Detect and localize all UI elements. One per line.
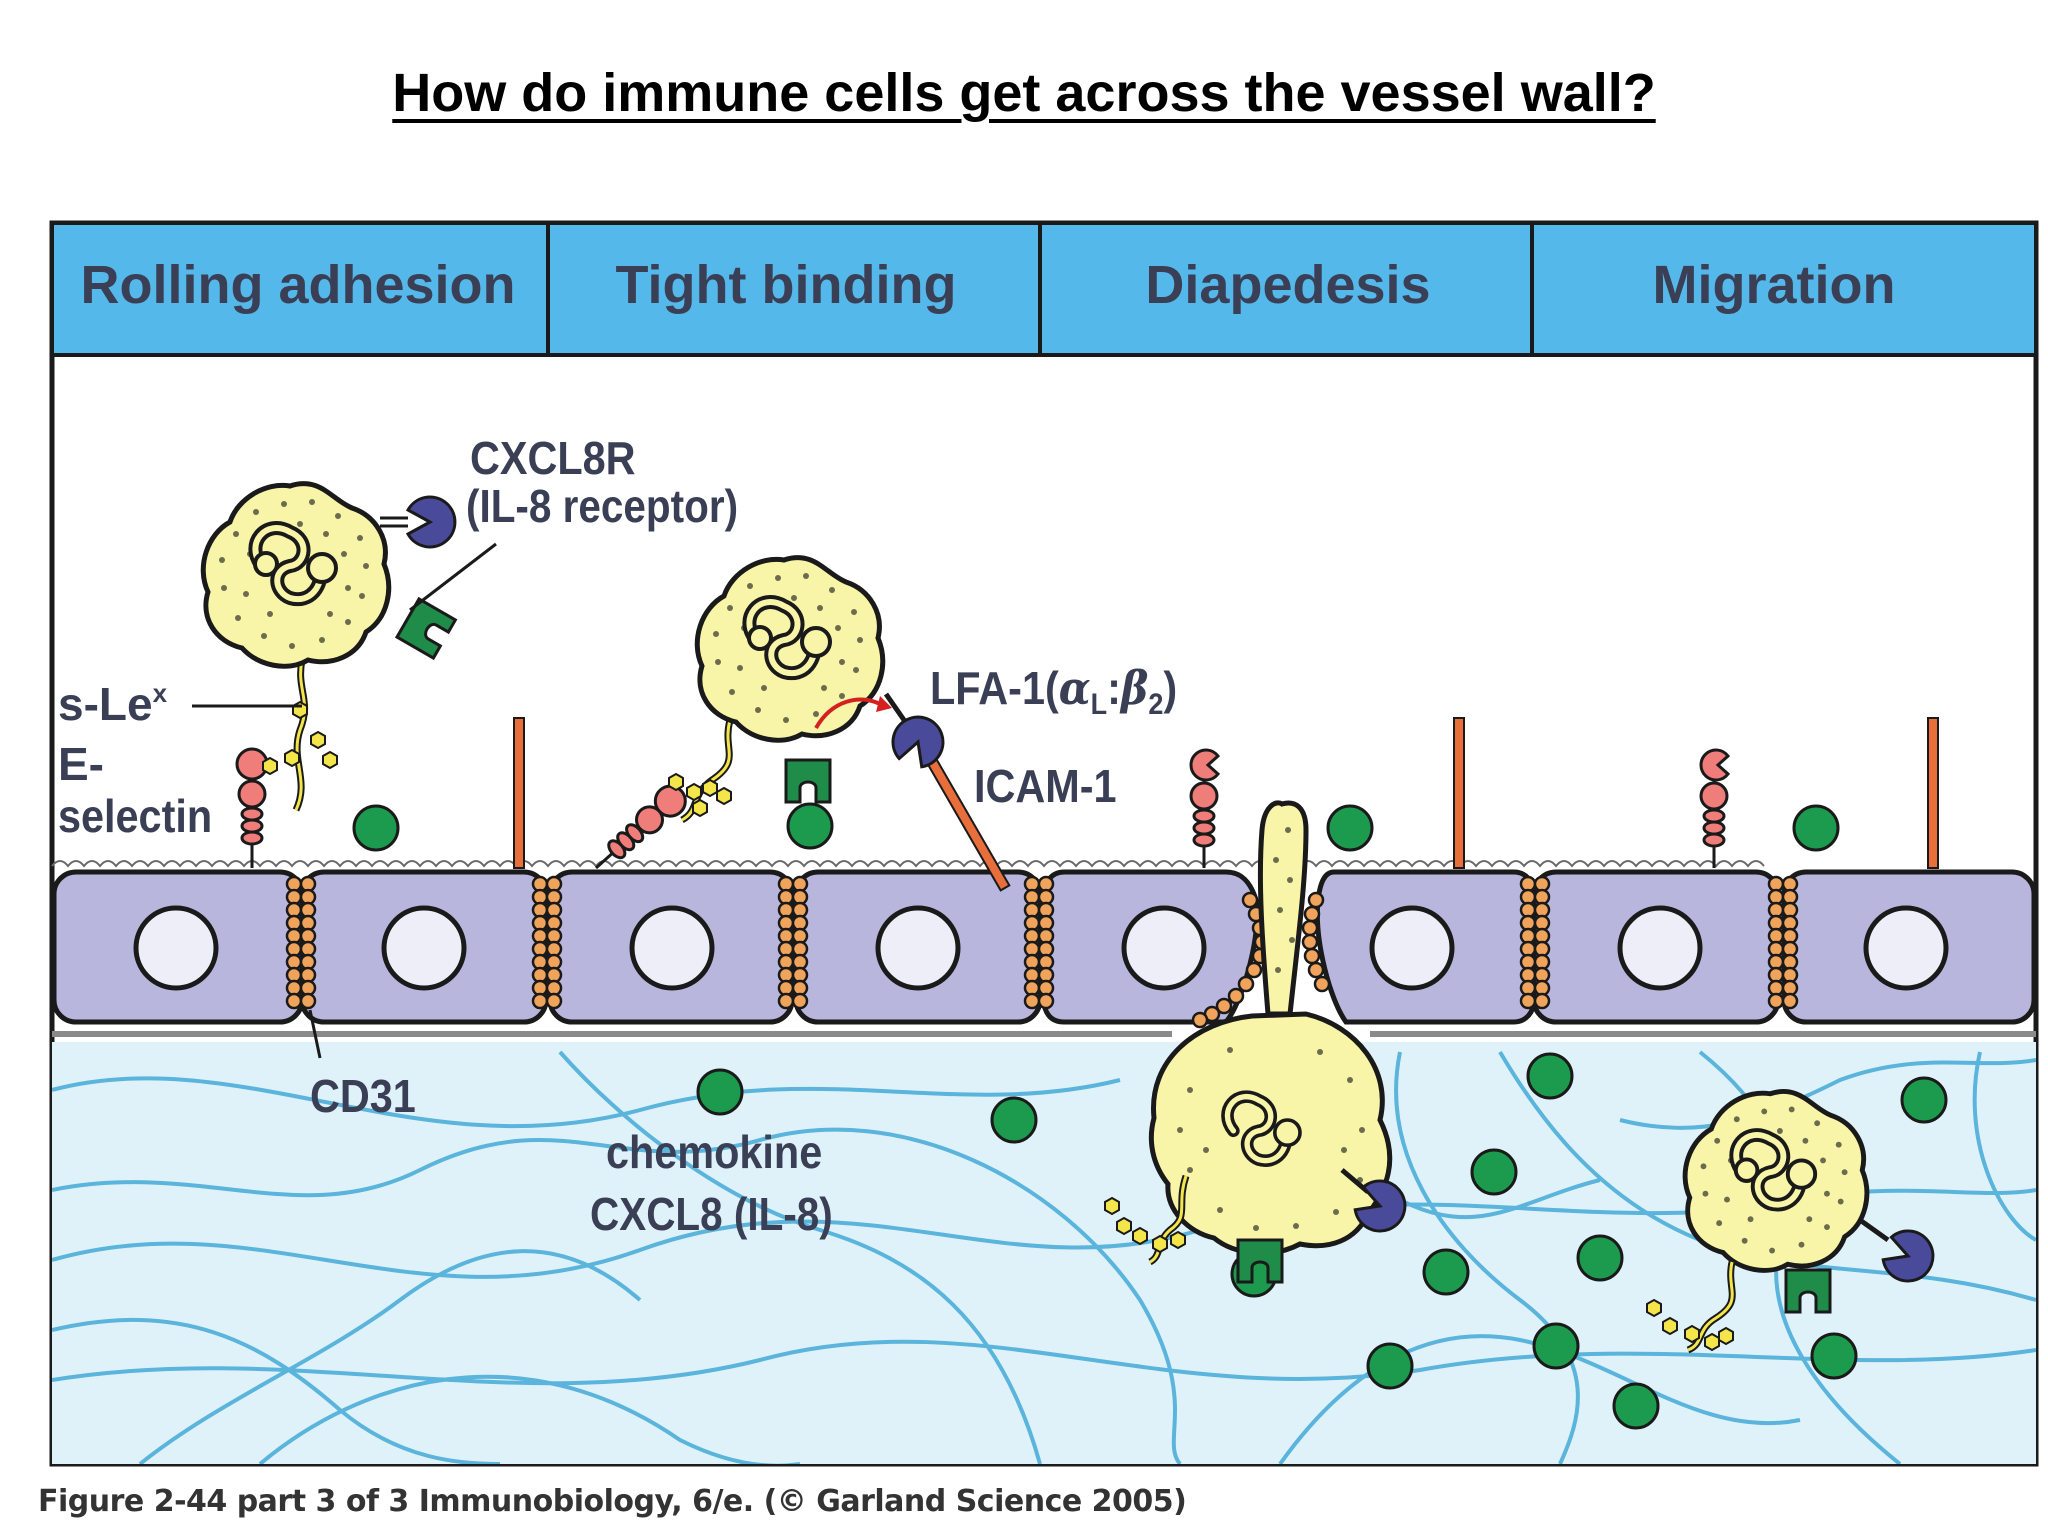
- stage-diapedesis: Diapedesis: [1145, 255, 1430, 315]
- cxcl8r-receptor: [380, 495, 457, 549]
- chemokine-dot: [990, 1096, 1038, 1144]
- cd31-bead: [1023, 992, 1041, 1010]
- e-selectin-molecules: [235, 747, 1731, 870]
- cd31-bead: [531, 992, 549, 1010]
- label-leader-lines: [192, 542, 497, 1059]
- leukocyte-rolling: [203, 484, 457, 812]
- icam1-rod: [1453, 717, 1465, 869]
- chemokine-dot: [1810, 1332, 1858, 1380]
- label-cd31: CD31: [310, 1071, 416, 1123]
- e-selectin-tilted: [594, 784, 687, 870]
- chemokine-dot: [352, 804, 400, 852]
- glycocalyx: [51, 860, 1765, 868]
- chemokine-dot: [1526, 1052, 1574, 1100]
- nucleus: [1369, 905, 1455, 991]
- chemokine-dot: [1612, 1382, 1660, 1430]
- nucleus: [1121, 905, 1207, 991]
- cd31-bead: [1227, 987, 1245, 1005]
- leukocyte-tight-binding: [668, 558, 952, 824]
- leukocyte-migrating: [1646, 1091, 1942, 1354]
- endothelial-nuclei: [133, 905, 1949, 991]
- extracellular-matrix-fibers: [52, 1050, 2036, 1464]
- activation-arrow: [814, 697, 881, 730]
- cd31-bead: [285, 992, 303, 1010]
- label-icam1: ICAM-1: [974, 761, 1117, 813]
- chemokine-dot: [1532, 1322, 1580, 1370]
- nucleus: [381, 905, 467, 991]
- label-chemokine: chemokine: [606, 1127, 822, 1179]
- label-e-selectin-line2: selectin: [58, 791, 212, 843]
- nucleus: [875, 905, 961, 991]
- chemokine-dot: [1326, 804, 1374, 852]
- icam1-rod: [513, 717, 525, 869]
- chemokine-dot: [786, 802, 834, 850]
- cd31-bead: [545, 992, 563, 1010]
- label-e-selectin-line1: E-: [58, 738, 104, 790]
- cd31-bead: [1245, 961, 1263, 979]
- chemokine-dot: [1470, 1148, 1518, 1196]
- cd31-bead: [1191, 1011, 1209, 1029]
- cd31-bead: [1303, 905, 1321, 923]
- figure-caption: Figure 2-44 part 3 of 3 Immunobiology, 6…: [38, 1484, 1187, 1519]
- cd31-bead: [1241, 891, 1259, 909]
- cd31-bead: [1237, 975, 1255, 993]
- slide-title: How do immune cells get across the vesse…: [392, 63, 1656, 123]
- cd31-bead: [1313, 975, 1331, 993]
- leukocyte-diapedesis: [1104, 800, 1414, 1284]
- chemokine-dot: [1792, 804, 1840, 852]
- cd31-bead: [1215, 997, 1233, 1015]
- cd31-bead: [1781, 992, 1799, 1010]
- surface-chemokines: [352, 802, 1840, 852]
- label-cxcl8-il8: CXCL8 (IL-8): [590, 1190, 833, 1241]
- cd31-bead: [1307, 891, 1325, 909]
- nucleus: [133, 905, 219, 991]
- label-lfa1: LFA-1(αL:β2): [930, 662, 1177, 721]
- cd31-junctions: [285, 875, 1799, 1029]
- icam1-rod: [1927, 717, 1939, 869]
- cd31-bead: [1767, 992, 1785, 1010]
- e-selectin: [1189, 748, 1221, 868]
- tissue-chemokines: [696, 1052, 1948, 1430]
- chemokine-dot: [1366, 1342, 1414, 1390]
- cd31-bead: [1519, 992, 1537, 1010]
- label-cxcl8r: CXCL8R: [470, 433, 636, 485]
- stage-rolling-adhesion: Rolling adhesion: [80, 255, 515, 315]
- nucleus: [1863, 905, 1949, 991]
- label-il8-receptor: (IL-8 receptor): [466, 482, 738, 533]
- icam1-molecules: [513, 717, 1939, 892]
- stage-migration: Migration: [1653, 255, 1896, 315]
- cd31-bead: [791, 992, 809, 1010]
- stage-header-bar: [50, 221, 2038, 357]
- cd31-bead: [299, 992, 317, 1010]
- label-s-lex: s-Lex: [58, 678, 168, 730]
- cd31-bead: [1037, 992, 1055, 1010]
- chemokine-dot: [1900, 1076, 1948, 1124]
- stage-tight-binding: Tight binding: [616, 255, 957, 315]
- nucleus: [629, 905, 715, 991]
- nucleus: [1617, 905, 1703, 991]
- cd31-bead: [777, 992, 795, 1010]
- chemokine-dot: [1422, 1248, 1470, 1296]
- cd31-bead: [1303, 947, 1321, 965]
- e-selectin: [1699, 748, 1731, 868]
- cd31-bead: [1301, 933, 1319, 951]
- chemokine-dot: [1576, 1234, 1624, 1282]
- cd31-bead: [1301, 919, 1319, 937]
- chemokine-dot: [696, 1068, 744, 1116]
- cd31-bead: [1307, 961, 1325, 979]
- e-selectin: [235, 747, 269, 868]
- cd31-bead: [1533, 992, 1551, 1010]
